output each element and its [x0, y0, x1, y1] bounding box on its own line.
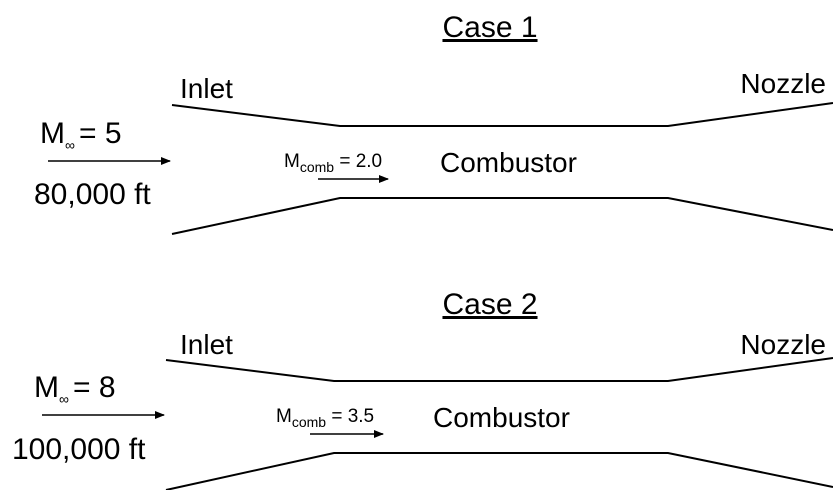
altitude-label: 100,000 ft [12, 433, 146, 466]
freestream-mach-label: M∞= 5 [40, 117, 122, 153]
nozzle-label: Nozzle [740, 68, 826, 99]
altitude-label: 80,000 ft [34, 178, 151, 211]
freestream-mach-label: M∞= 8 [34, 371, 116, 407]
inlet-label: Inlet [180, 73, 233, 104]
combustor-mach-label: Mcomb = 2.0 [284, 151, 382, 175]
duct-upper-wall [165, 357, 833, 382]
case-title: Case 1 [442, 11, 537, 44]
case-1: Case 1 Inlet Nozzle M∞= 5 80,000 ft Mcom… [34, 11, 833, 235]
case-2: Case 2 Inlet Nozzle M∞= 8 100,000 ft Mco… [12, 288, 833, 490]
inlet-label: Inlet [180, 329, 233, 360]
combustor-mach-label: Mcomb = 3.5 [276, 406, 374, 430]
combustor-label: Combustor [440, 147, 577, 178]
case-title: Case 2 [442, 288, 537, 321]
nozzle-label: Nozzle [740, 329, 826, 360]
combustor-label: Combustor [433, 402, 570, 433]
duct-lower-wall [171, 197, 833, 235]
duct-upper-wall [171, 102, 833, 127]
duct-lower-wall [165, 452, 833, 490]
